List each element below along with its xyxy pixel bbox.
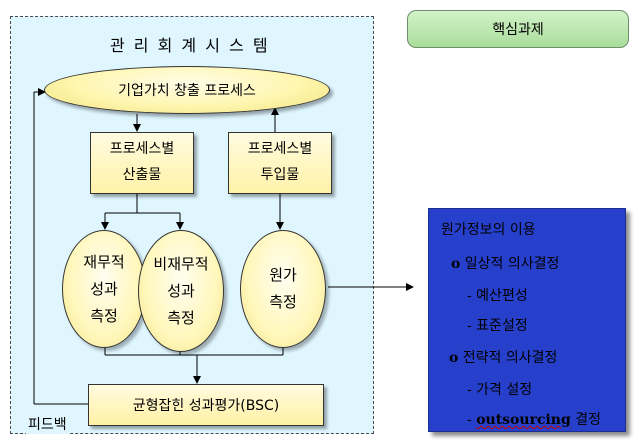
cost-information-uses-box: 원가정보의 이용 o 일상적 의사결정 - 예산편성 - 표준설정 o 전략적 … <box>428 208 626 432</box>
financial-performance-oval: 재무적 성과 측정 <box>62 230 146 348</box>
cost-measurement-oval: 원가 측정 <box>240 230 326 348</box>
nonfinancial-line2: 성과 <box>167 281 195 300</box>
process-outputs-line1: 프로세스별 <box>109 141 175 158</box>
item4-dash: - <box>467 412 472 428</box>
value-creation-process-ellipse: 기업가치 창출 프로세스 <box>44 66 330 114</box>
balanced-scorecard-box: 균형잡힌 성과평가(BSC) <box>88 384 324 426</box>
system-title: 관 리 회 계 시 스 템 <box>110 36 270 55</box>
financial-line2: 성과 <box>90 279 118 298</box>
financial-line1: 재무적 <box>83 252 125 271</box>
bullet1-text: 일상적 의사결정 <box>464 256 560 272</box>
process-outputs-line2: 산출물 <box>122 167 162 183</box>
core-tasks-label: 핵심과제 <box>407 10 629 48</box>
item4-outsourcing: outsourcing <box>476 412 571 428</box>
process-inputs-box: 프로세스별 투입물 <box>228 132 332 194</box>
bsc-label: 균형잡힌 성과평가(BSC) <box>132 398 280 414</box>
core-tasks-text: 핵심과제 <box>492 22 544 38</box>
cost-info-item4: - outsourcing 결정 <box>467 409 601 429</box>
item4-rest: 결정 <box>575 412 601 428</box>
bullet2-mark: o <box>449 350 459 366</box>
nonfinancial-line1: 비재무적 <box>153 254 209 273</box>
bullet2-text: 전략적 의사결정 <box>462 350 558 366</box>
cost-info-bullet2: o 전략적 의사결정 <box>449 347 557 367</box>
bullet1-mark: o <box>451 256 461 272</box>
process-inputs-line2: 투입물 <box>260 167 300 183</box>
cost-info-item2: - 표준설정 <box>467 318 528 334</box>
process-inputs-line1: 프로세스별 <box>247 141 313 158</box>
cost-info-bullet1: o 일상적 의사결정 <box>451 253 559 273</box>
cost-info-item3: - 가격 설정 <box>467 382 533 398</box>
cost-info-heading: 원가정보의 이용 <box>441 222 536 238</box>
cost-line1: 원가 <box>269 266 297 284</box>
process-outputs-box: 프로세스별 산출물 <box>90 132 194 194</box>
cost-info-item1: - 예산편성 <box>467 288 528 304</box>
value-creation-process-label: 기업가치 창출 프로세스 <box>118 83 256 99</box>
nonfinancial-line3: 측정 <box>167 308 195 327</box>
nonfinancial-performance-oval: 비재무적 성과 측정 <box>138 230 224 352</box>
cost-line2: 측정 <box>269 293 297 311</box>
feedback-label: 피드백 <box>26 414 69 434</box>
financial-line3: 측정 <box>90 306 118 325</box>
